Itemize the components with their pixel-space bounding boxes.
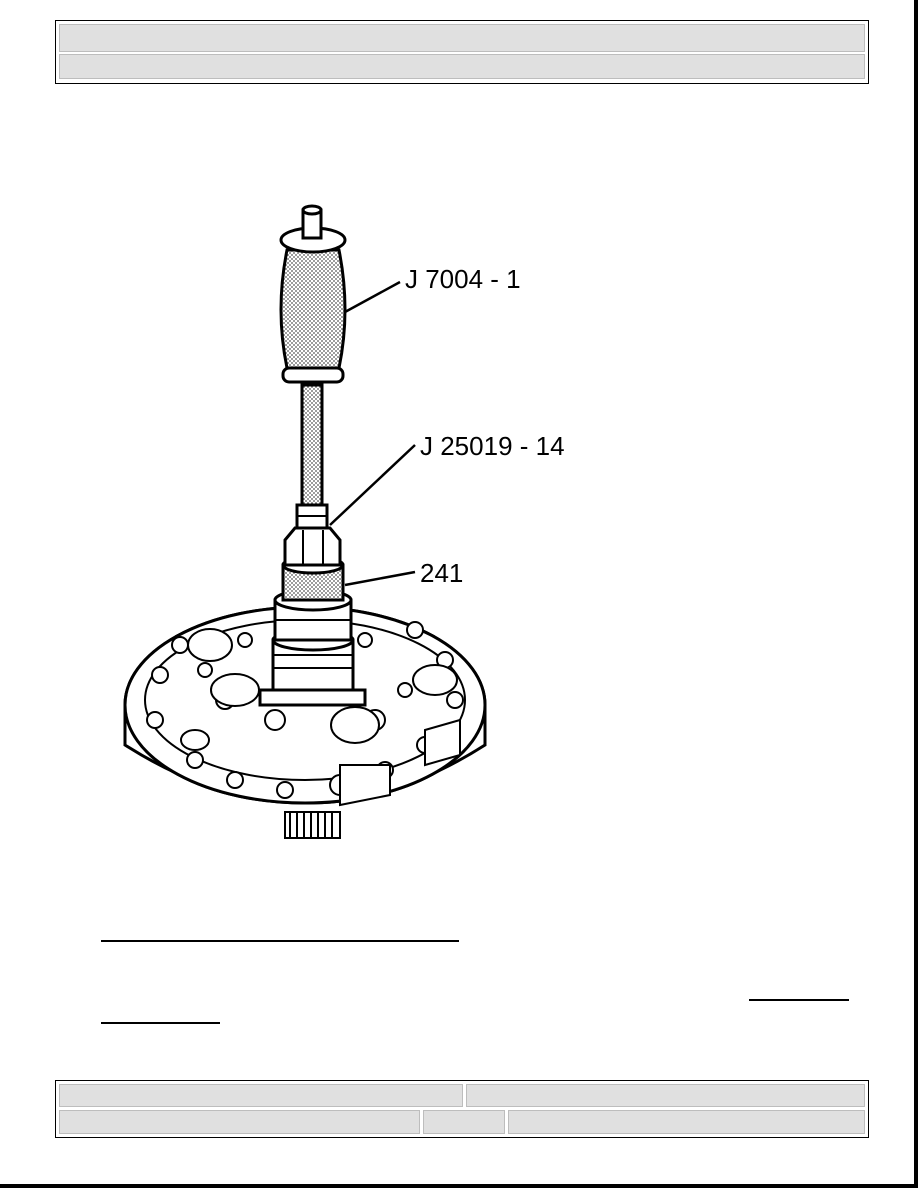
header-title-cell bbox=[59, 24, 865, 52]
footer-cell bbox=[466, 1084, 865, 1107]
adapter-j25019 bbox=[283, 503, 342, 567]
footer-cell bbox=[59, 1084, 463, 1107]
handle-j7004 bbox=[279, 204, 347, 384]
footer-table bbox=[55, 1080, 869, 1138]
shaft-splines bbox=[284, 811, 341, 839]
hyperlink-underline[interactable] bbox=[101, 1022, 220, 1024]
header-table bbox=[55, 20, 869, 84]
footer-cell bbox=[423, 1110, 505, 1134]
hyperlink-underline[interactable] bbox=[749, 999, 849, 1001]
callout-j25019: J 25019 - 14 bbox=[420, 431, 565, 461]
callout-241: 241 bbox=[420, 558, 463, 588]
footer-cell bbox=[59, 1110, 420, 1134]
bushing-241 bbox=[258, 555, 367, 707]
tool-illustration: J 7004 - 1 J 25019 - 14 241 bbox=[123, 200, 565, 850]
pump-tool-drawing: J 7004 - 1 J 25019 - 14 241 bbox=[123, 204, 565, 839]
header-subtitle-cell bbox=[59, 54, 865, 79]
callout-j7004: J 7004 - 1 bbox=[405, 264, 521, 294]
slide-hammer-shaft bbox=[300, 383, 324, 507]
hyperlink-underline[interactable] bbox=[101, 940, 459, 942]
leader-lines bbox=[329, 280, 416, 587]
footer-cell bbox=[508, 1110, 865, 1134]
